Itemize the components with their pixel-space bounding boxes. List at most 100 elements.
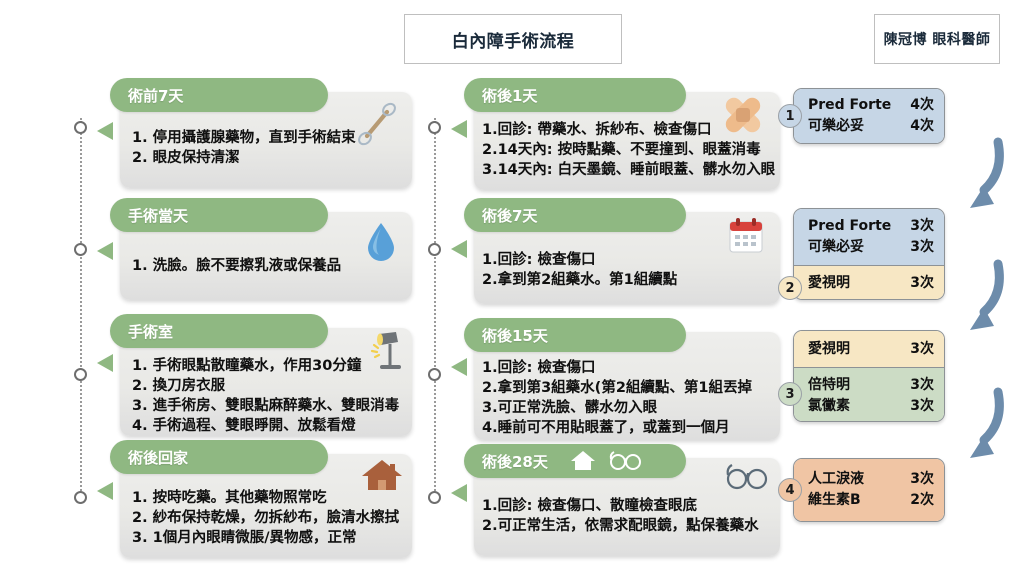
- flow-card-home-after-surgery[interactable]: 1. 按時吃藥。其他藥物照常吃 2. 紗布保持乾燥，勿拆紗布，臉清水擦拭 3. …: [97, 440, 418, 560]
- medication-name: 維生素B: [808, 492, 861, 508]
- flow-card-post-op-7days[interactable]: 1.回診: 檢查傷口 2.拿到第2組藥水。第1組續點 術後7天: [451, 198, 782, 308]
- card-title: 術後28天: [482, 452, 548, 471]
- medication-badge: 3: [778, 382, 802, 406]
- bubble-tail: [451, 484, 467, 502]
- medication-count: 4次: [910, 97, 934, 113]
- medication-name: 可樂必妥: [808, 239, 864, 255]
- medication-section: Pred Forte 3次 可樂必妥 3次: [794, 209, 944, 265]
- house-icon: [360, 456, 404, 500]
- card-header: 術後15天: [464, 318, 686, 352]
- author-label: 陳冠博 眼科醫師: [874, 14, 1000, 64]
- card-header: 術後回家: [110, 440, 328, 474]
- flow-arrow-down-icon: [950, 258, 1010, 342]
- medication-section: 倍特明 3次 氯黴素 3次: [794, 367, 944, 421]
- glasses-icon: [608, 450, 642, 472]
- bubble-tail: [451, 120, 467, 138]
- medication-count: 3次: [910, 397, 934, 414]
- list-item: 1. 洗臉。臉不要擦乳液或保養品: [132, 258, 342, 274]
- list-item: 4. 手術過程、雙眼睜開、放鬆看燈: [132, 418, 356, 434]
- flow-card-surgery-day[interactable]: 1. 洗臉。臉不要擦乳液或保養品 手術當天: [97, 198, 418, 303]
- list-item: 4.睡前可不用貼眼蓋了，或蓋到一個月: [482, 420, 730, 436]
- card-title: 術後1天: [482, 86, 538, 105]
- card-header: 術後28天: [464, 444, 686, 478]
- timeline-node: [74, 243, 87, 256]
- medication-block[interactable]: Pred Forte 3次 可樂必妥 3次 愛視明 3次: [793, 208, 945, 300]
- water-drop-icon: [364, 220, 398, 266]
- card-header: 手術室: [110, 314, 328, 348]
- flow-arrow-down-icon: [950, 386, 1010, 470]
- medication-section: 愛視明 3次: [794, 265, 944, 299]
- card-item-list: 1. 手術眼點散瞳藥水，作用30分鐘 2. 換刀房衣服 3. 進手術房、雙眼點麻…: [132, 356, 412, 436]
- bubble-tail: [97, 354, 113, 372]
- list-item: 1.回診: 帶藥水、拆紗布、檢查傷口: [482, 122, 712, 138]
- medication-count: 4次: [910, 118, 934, 134]
- list-item: 1.回診: 檢查傷口: [482, 360, 596, 376]
- desk-lamp-icon: [354, 328, 406, 380]
- medication-name: Pred Forte: [808, 218, 892, 234]
- flow-arrow-down-icon: [950, 136, 1010, 220]
- medication-count: 3次: [910, 275, 934, 291]
- list-item: 2. 換刀房衣服: [132, 378, 226, 394]
- house-icon: [570, 449, 596, 473]
- medication-row: 愛視明 3次: [808, 339, 934, 360]
- medication-section: 人工淚液 3次 維生素B 2次: [794, 459, 944, 521]
- medication-block[interactable]: Pred Forte 4次 可樂必妥 4次: [793, 88, 945, 144]
- flow-card-pre-op-7days[interactable]: 1. 停用攝護腺藥物，直到手術結束 2. 眼皮保持清潔 術前7天: [97, 78, 418, 188]
- medication-count: 3次: [910, 218, 934, 234]
- timeline-node: [428, 243, 441, 256]
- card-item-list: 1.回診: 檢查傷口 2.拿到第3組藥水(第2組續點、第1組丟掉 3.可正常洗臉…: [482, 358, 780, 438]
- list-item: 1.回診: 檢查傷口: [482, 252, 596, 268]
- bubble-tail: [451, 240, 467, 258]
- card-item-list: 1. 停用攝護腺藥物，直到手術結束 2. 眼皮保持清潔: [132, 128, 412, 168]
- card-title: 術後回家: [128, 448, 189, 467]
- list-item: 2.拿到第3組藥水(第2組續點、第1組丟掉: [482, 380, 752, 396]
- medication-count: 2次: [910, 492, 934, 508]
- medication-row: 維生素B 2次: [808, 490, 934, 511]
- card-title: 手術當天: [128, 206, 189, 225]
- flow-card-post-op-28days[interactable]: 1.回診: 檢查傷口、散瞳檢查眼底 2.可正常生活，依需求配眼鏡，點保養藥水 術…: [451, 444, 782, 559]
- list-item: 3. 進手術房、雙眼點麻醉藥水、雙眼消毒: [132, 398, 400, 414]
- bubble-tail: [451, 358, 467, 376]
- medication-row: Pred Forte 4次: [808, 95, 934, 116]
- flow-card-post-op-1day[interactable]: 1.回診: 帶藥水、拆紗布、檢查傷口 2.14天內: 按時點藥、不要撞到、眼蓋消…: [451, 78, 782, 193]
- medication-name: 愛視明: [808, 340, 850, 357]
- medication-name: 人工淚液: [808, 471, 864, 487]
- list-item: 1. 按時吃藥。其他藥物照常吃: [132, 490, 327, 506]
- card-item-list: 1. 洗臉。臉不要擦乳液或保養品: [132, 256, 412, 276]
- glasses-icon: [724, 462, 770, 496]
- list-item: 2.拿到第2組藥水。第1組續點: [482, 272, 678, 288]
- medication-row: 可樂必妥 4次: [808, 116, 934, 137]
- card-header: 術後7天: [464, 198, 686, 232]
- medication-badge: 4: [778, 478, 802, 502]
- medication-badge: 1: [778, 104, 802, 128]
- list-item: 3.14天內: 白天墨鏡、睡前眼蓋、髒水勿入眼: [482, 162, 776, 178]
- bubble-tail: [97, 122, 113, 140]
- bubble-tail: [97, 482, 113, 500]
- timeline-left: [80, 118, 82, 498]
- page-title: 白內障手術流程: [404, 14, 622, 64]
- timeline-node: [428, 368, 441, 381]
- timeline-node: [74, 121, 87, 134]
- medication-section: 愛視明 3次: [794, 331, 944, 367]
- medication-row: Pred Forte 3次: [808, 216, 934, 237]
- list-item: 1.回診: 檢查傷口、散瞳檢查眼底: [482, 498, 697, 514]
- bubble-tail: [97, 242, 113, 260]
- list-item: 1. 手術眼點散瞳藥水，作用30分鐘: [132, 358, 362, 374]
- flow-card-operating-room[interactable]: 1. 手術眼點散瞳藥水，作用30分鐘 2. 換刀房衣服 3. 進手術房、雙眼點麻…: [97, 314, 418, 439]
- card-header: 術前7天: [110, 78, 328, 112]
- medication-name: 愛視明: [808, 275, 850, 291]
- medication-count: 3次: [910, 471, 934, 487]
- list-item: 1. 停用攝護腺藥物，直到手術結束: [132, 130, 356, 146]
- timeline-node: [428, 121, 441, 134]
- list-item: 2. 紗布保持乾燥，勿拆紗布，臉清水擦拭: [132, 510, 400, 526]
- card-title: 術前7天: [128, 86, 184, 105]
- flow-card-post-op-15days[interactable]: 1.回診: 檢查傷口 2.拿到第3組藥水(第2組續點、第1組丟掉 3.可正常洗臉…: [451, 318, 782, 443]
- medication-badge: 2: [778, 276, 802, 300]
- medication-block[interactable]: 愛視明 3次 倍特明 3次 氯黴素 3次: [793, 330, 945, 422]
- medication-section: Pred Forte 4次 可樂必妥 4次: [794, 89, 944, 143]
- bandage-icon: [718, 92, 768, 142]
- medication-row: 氯黴素 3次: [808, 396, 934, 417]
- cotton-swab-icon: [356, 100, 398, 152]
- medication-block[interactable]: 人工淚液 3次 維生素B 2次: [793, 458, 945, 522]
